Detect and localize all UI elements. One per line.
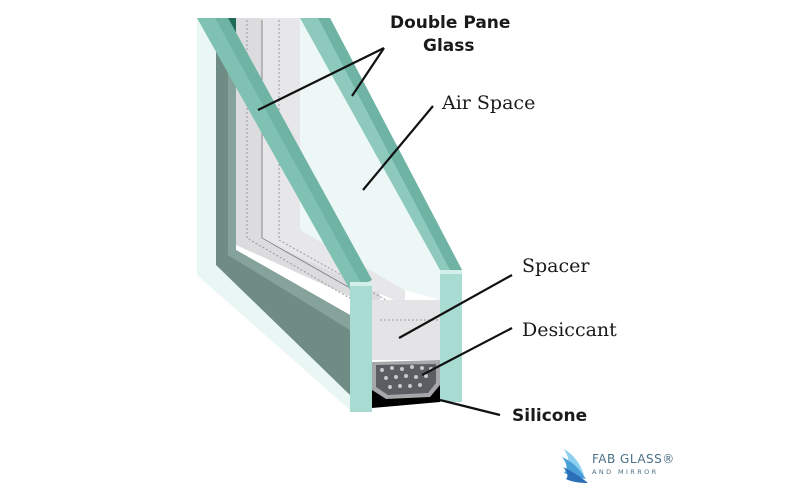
leader-lines	[257, 47, 513, 417]
desiccant-beads	[380, 365, 433, 389]
spacer-top	[372, 300, 440, 360]
leader-spacer	[398, 274, 513, 339]
logo-subtitle: AND MIRROR	[592, 468, 659, 476]
front-glass-cut	[350, 282, 372, 412]
back-glass-edge-shade	[318, 18, 462, 270]
leader-silicone	[439, 398, 501, 417]
leader-air-space	[362, 105, 434, 191]
logo-title: FAB GLASS®	[592, 452, 675, 466]
brand-logo: FAB GLASS® AND MIRROR	[560, 445, 690, 485]
back-glass-cut-top	[440, 270, 462, 274]
label-air-space: Air Space	[442, 92, 536, 114]
front-glass-edge-shade	[215, 18, 372, 285]
front-glass-cut-top	[350, 282, 372, 286]
back-glass-cut	[440, 270, 462, 402]
label-double-pane: Double Pane	[390, 13, 511, 33]
label-spacer: Spacer	[522, 255, 590, 277]
leader-double-pane-2	[351, 47, 385, 97]
label-glass: Glass	[423, 36, 475, 56]
leader-desiccant	[421, 327, 513, 376]
label-silicone: Silicone	[512, 406, 588, 426]
wing-icon	[562, 449, 588, 483]
leader-double-pane-1	[257, 47, 385, 111]
label-desiccant: Desiccant	[522, 319, 617, 341]
